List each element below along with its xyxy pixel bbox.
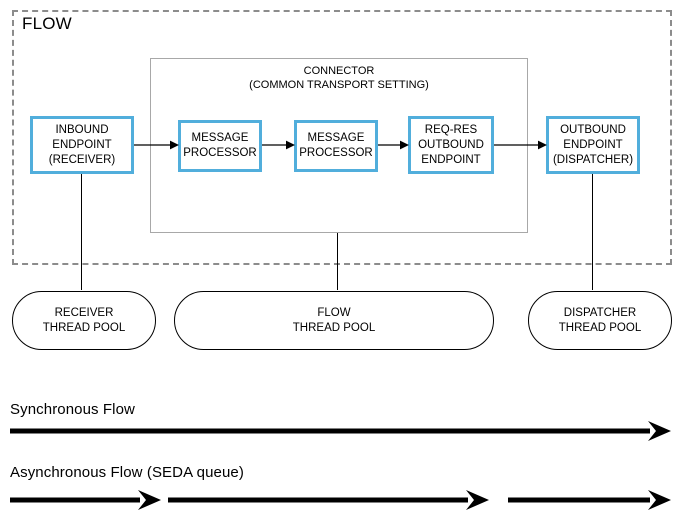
arrow-reqres-to-outbound xyxy=(494,140,548,150)
legend-asynchronous-flow-arrow-3 xyxy=(508,489,672,511)
line-inbound-to-receiver-pool xyxy=(81,174,82,290)
thread-pool-receiver-line2: THREAD POOL xyxy=(42,321,126,334)
thread-pool-dispatcher-line1: DISPATCHER xyxy=(563,306,637,319)
connector-label: CONNECTOR (COMMON TRANSPORT SETTING) xyxy=(150,64,528,92)
node-req-res-outbound-endpoint-line1: REQ-RES xyxy=(424,123,478,136)
node-inbound-endpoint-line2: ENDPOINT xyxy=(52,138,112,151)
node-inbound-endpoint[interactable]: INBOUND ENDPOINT (RECEIVER) xyxy=(30,116,134,174)
node-req-res-outbound-endpoint[interactable]: REQ-RES OUTBOUND ENDPOINT xyxy=(408,116,494,174)
legend-synchronous-flow-label: Synchronous Flow xyxy=(10,401,135,418)
thread-pool-dispatcher[interactable]: DISPATCHER THREAD POOL xyxy=(528,291,672,350)
legend-asynchronous-flow-label: Asynchronous Flow (SEDA queue) xyxy=(10,464,244,481)
thread-pool-receiver[interactable]: RECEIVER THREAD POOL xyxy=(12,291,156,350)
node-message-processor-2-line2: PROCESSOR xyxy=(299,147,373,159)
thread-pool-dispatcher-line2: THREAD POOL xyxy=(558,321,642,334)
thread-pool-receiver-line1: RECEIVER xyxy=(54,306,114,319)
node-req-res-outbound-endpoint-line2: OUTBOUND xyxy=(418,138,484,151)
flow-container xyxy=(12,10,672,265)
connector-title-line1: CONNECTOR xyxy=(303,65,375,77)
legend-synchronous-flow-arrow xyxy=(10,420,672,442)
arrow-mp1-to-mp2 xyxy=(262,140,296,150)
node-req-res-outbound-endpoint-line3: ENDPOINT xyxy=(421,153,481,166)
legend-asynchronous-flow-arrow-1 xyxy=(10,489,162,511)
node-message-processor-2-line1: MESSAGE xyxy=(307,132,365,144)
thread-pool-flow-line1: FLOW xyxy=(317,306,351,319)
thread-pool-flow-line2: THREAD POOL xyxy=(292,321,376,334)
node-outbound-endpoint-line3: (DISPATCHER) xyxy=(552,153,634,166)
node-outbound-endpoint[interactable]: OUTBOUND ENDPOINT (DISPATCHER) xyxy=(546,116,640,174)
arrow-inbound-to-mp1 xyxy=(134,140,180,150)
connector-title-line2: (COMMON TRANSPORT SETTING) xyxy=(249,79,429,91)
line-connector-to-flow-pool xyxy=(337,233,338,290)
node-message-processor-1-line2: PROCESSOR xyxy=(183,147,257,159)
node-message-processor-1[interactable]: MESSAGE PROCESSOR xyxy=(178,120,262,172)
node-message-processor-1-line1: MESSAGE xyxy=(191,132,249,144)
arrow-mp2-to-reqres xyxy=(378,140,410,150)
flow-container-label: FLOW xyxy=(22,14,72,33)
line-outbound-to-dispatcher-pool xyxy=(592,174,593,290)
node-outbound-endpoint-line2: ENDPOINT xyxy=(563,138,623,151)
node-outbound-endpoint-line1: OUTBOUND xyxy=(560,123,626,136)
thread-pool-flow[interactable]: FLOW THREAD POOL xyxy=(174,291,494,350)
node-inbound-endpoint-line1: INBOUND xyxy=(55,123,109,136)
node-inbound-endpoint-line3: (RECEIVER) xyxy=(48,153,116,166)
node-message-processor-2[interactable]: MESSAGE PROCESSOR xyxy=(294,120,378,172)
legend-asynchronous-flow-arrow-2 xyxy=(168,489,490,511)
